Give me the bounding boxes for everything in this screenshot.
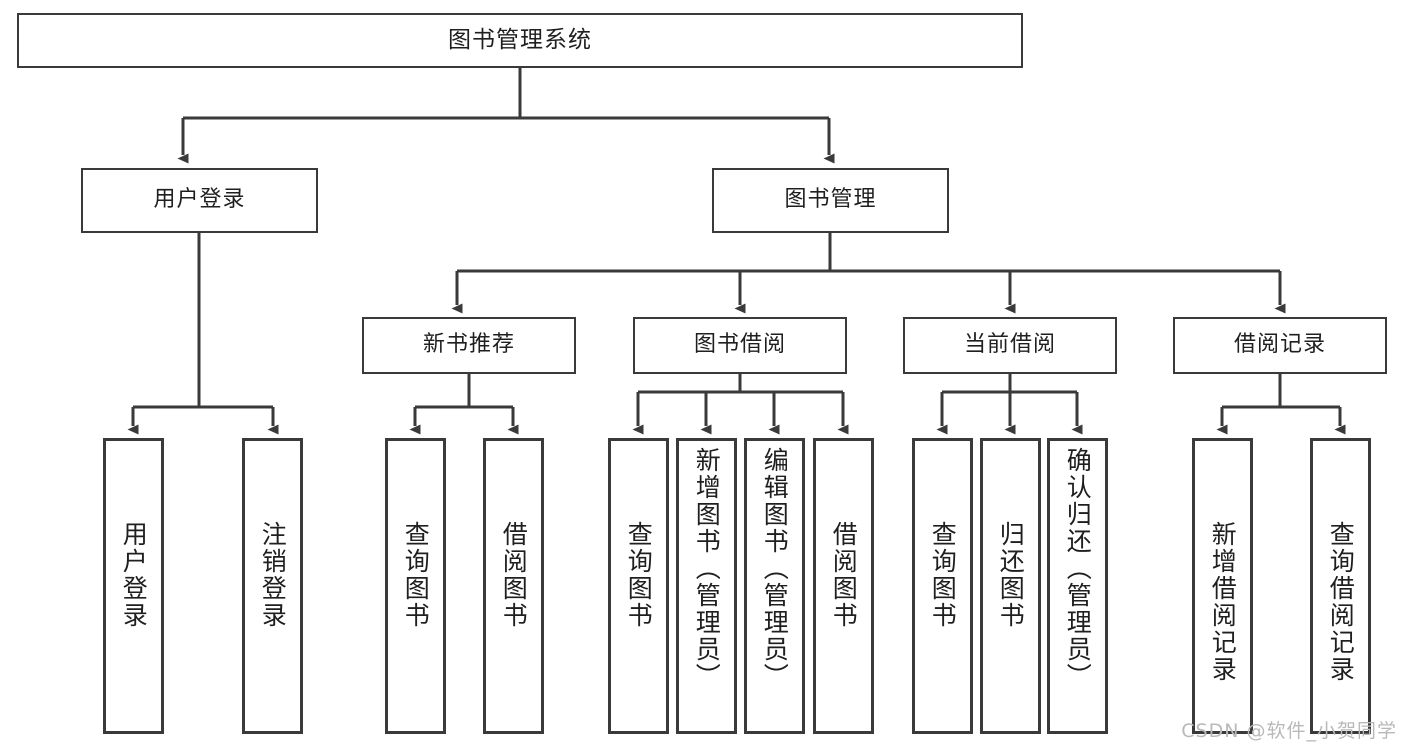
leaf-user-login-login[interactable]: 用户登录 — [103, 438, 164, 734]
node-label: 新增借阅记录 — [1208, 521, 1238, 683]
leaf-borrow-record-add-record[interactable]: 新增借阅记录 — [1192, 438, 1253, 734]
node-label: 注销登录 — [258, 521, 288, 629]
node-label: 图书管理 — [784, 187, 877, 213]
node-borrow-record[interactable]: 借阅记录 — [1173, 317, 1387, 374]
leaf-current-borrow-confirm-return[interactable]: 确认归还（管理员） — [1047, 438, 1108, 734]
node-book-management[interactable]: 图书管理 — [712, 168, 949, 233]
node-label: 用户登录 — [153, 187, 246, 213]
node-label: 借阅图书 — [829, 521, 859, 629]
node-label: 确认归还（管理员） — [1063, 447, 1093, 690]
leaf-new-book-query-book[interactable]: 查询图书 — [385, 438, 446, 734]
leaf-book-borrow-query-book[interactable]: 查询图书 — [608, 438, 669, 734]
node-user-login[interactable]: 用户登录 — [81, 168, 318, 233]
leaf-borrow-record-query-record[interactable]: 查询借阅记录 — [1310, 438, 1371, 734]
node-label: 图书借阅 — [693, 332, 786, 358]
node-label: 图书管理系统 — [448, 26, 592, 53]
node-label: 查询图书 — [401, 521, 431, 629]
leaf-user-login-logout[interactable]: 注销登录 — [242, 438, 303, 734]
node-new-book-recommend[interactable]: 新书推荐 — [362, 317, 576, 374]
node-label: 新书推荐 — [422, 332, 515, 358]
node-label: 编辑图书（管理员） — [760, 447, 790, 690]
node-label: 借阅记录 — [1233, 332, 1326, 358]
node-label: 新增图书（管理员） — [692, 447, 722, 690]
node-root-system[interactable]: 图书管理系统 — [17, 13, 1023, 68]
node-label: 当前借阅 — [963, 332, 1056, 358]
node-label: 查询借阅记录 — [1326, 521, 1356, 683]
watermark: CSDN @软件_小贺同学 — [1181, 720, 1397, 742]
leaf-book-borrow-edit-book[interactable]: 编辑图书（管理员） — [744, 438, 805, 734]
node-label: 归还图书 — [996, 521, 1026, 629]
leaf-current-borrow-query-book[interactable]: 查询图书 — [912, 438, 973, 734]
node-book-borrow[interactable]: 图书借阅 — [633, 317, 847, 374]
node-label: 借阅图书 — [499, 521, 529, 629]
node-label: 查询图书 — [624, 521, 654, 629]
node-label: 用户登录 — [119, 521, 149, 629]
node-label: 查询图书 — [928, 521, 958, 629]
leaf-new-book-borrow-book[interactable]: 借阅图书 — [483, 438, 544, 734]
node-current-borrow[interactable]: 当前借阅 — [903, 317, 1117, 374]
leaf-book-borrow-borrow-book[interactable]: 借阅图书 — [813, 438, 874, 734]
leaf-book-borrow-add-book[interactable]: 新增图书（管理员） — [676, 438, 737, 734]
leaf-current-borrow-return-book[interactable]: 归还图书 — [980, 438, 1041, 734]
